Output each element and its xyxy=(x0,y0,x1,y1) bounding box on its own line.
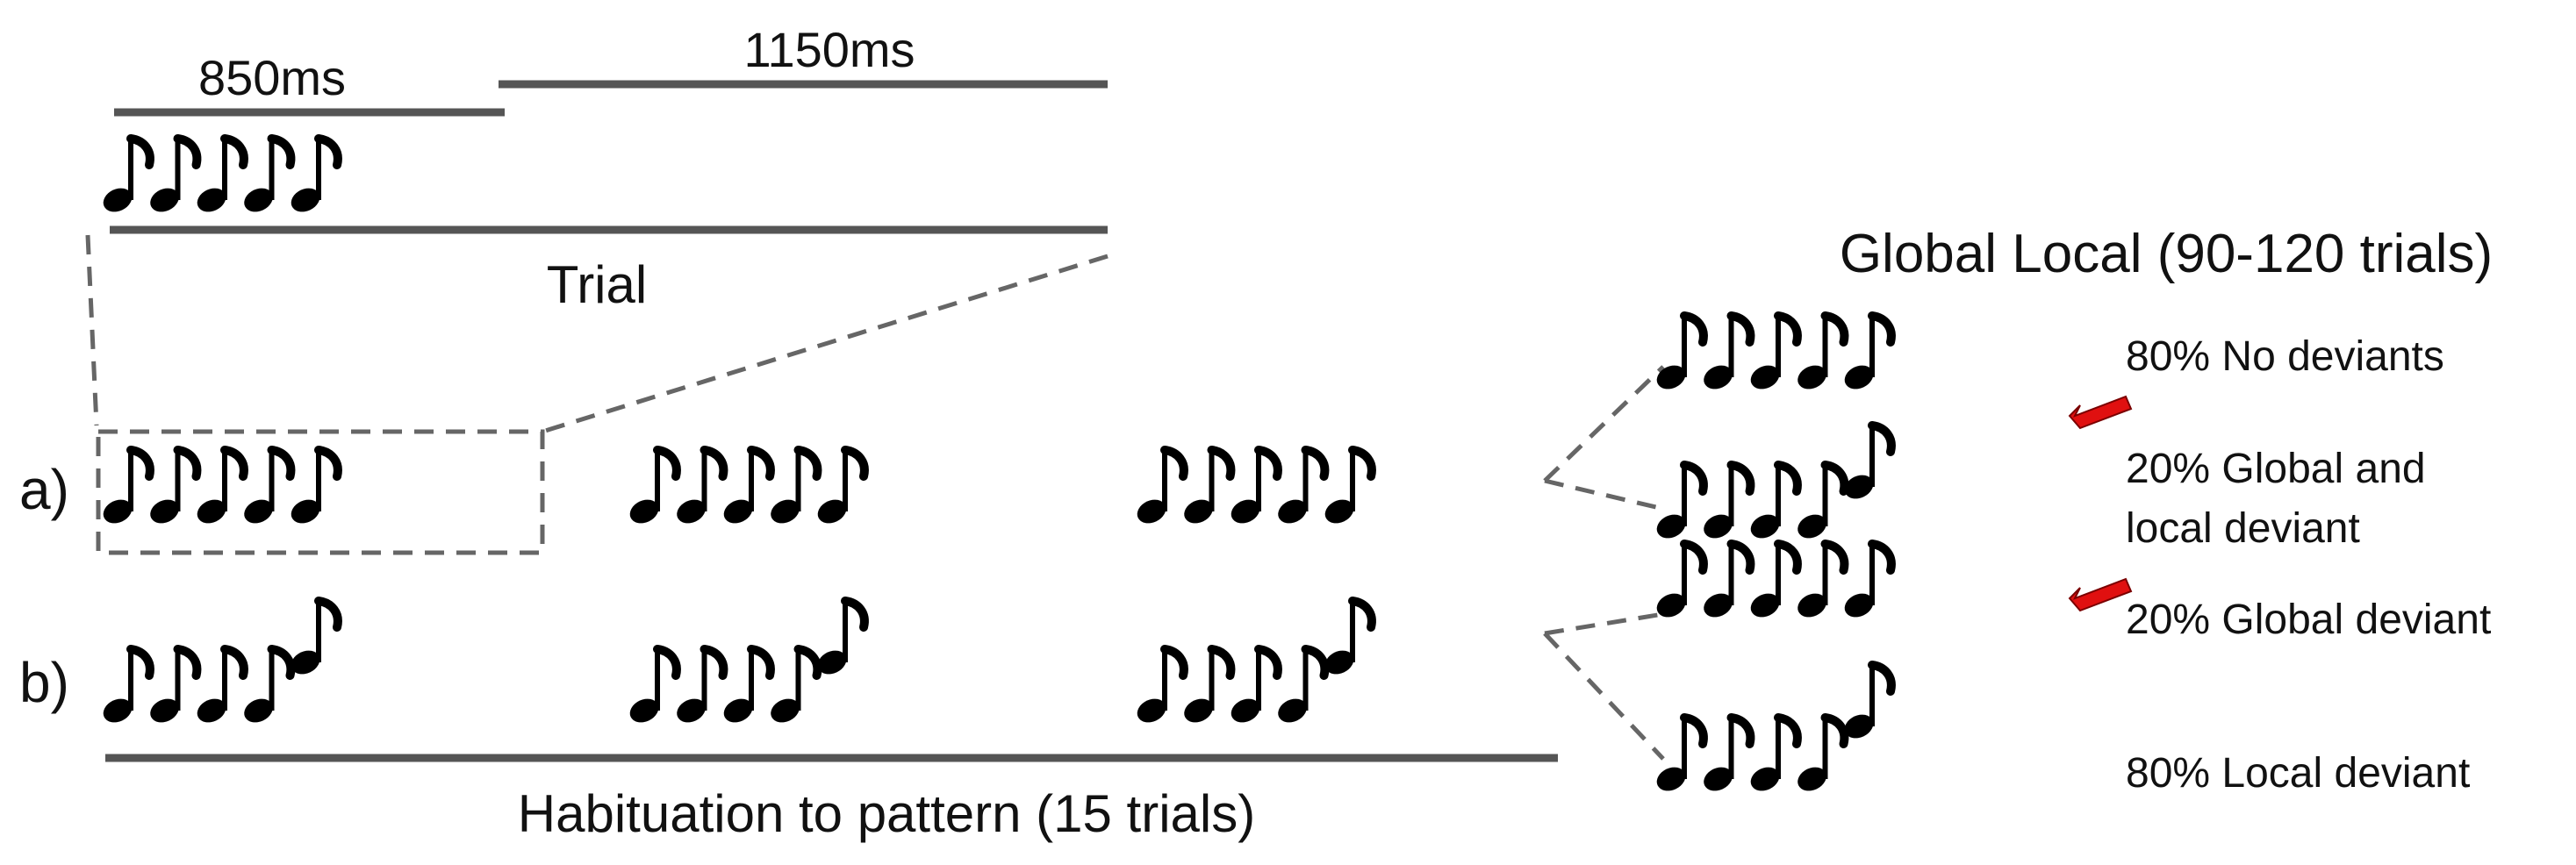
eighth-note-icon xyxy=(291,446,342,524)
condition-local-deviant-label: 80% Local deviant xyxy=(2126,750,2470,797)
eighth-note-icon xyxy=(1656,461,1708,539)
eighth-note-icon xyxy=(244,645,296,723)
eighth-note-icon xyxy=(1656,713,1708,791)
eighth-note-icon xyxy=(723,645,775,723)
eighth-note-icon xyxy=(1656,311,1708,390)
eighth-note-icon xyxy=(771,645,822,723)
condition-no-deviants-label: 80% No deviants xyxy=(2126,333,2444,380)
zoom-line-right xyxy=(542,254,1109,434)
eighth-note-icon xyxy=(1750,713,1802,791)
trial-highlight-box xyxy=(96,429,545,555)
eighth-note-icon xyxy=(1231,645,1282,723)
eighth-note-icon xyxy=(1324,597,1376,675)
zoom-line-left xyxy=(85,234,99,426)
eighth-note-icon xyxy=(1704,540,1755,618)
eighth-note-icon xyxy=(1750,311,1802,390)
eighth-note-icon xyxy=(1844,540,1896,618)
eighth-note-icon xyxy=(1324,446,1376,524)
eighth-note-icon xyxy=(1797,540,1849,618)
eighth-note-icon xyxy=(291,134,342,212)
eighth-note-icon xyxy=(150,645,202,723)
eighth-note-icon xyxy=(197,134,248,212)
eighth-note-icon xyxy=(771,446,822,524)
eighth-note-icon xyxy=(197,645,248,723)
branch-line-b-bottom xyxy=(1543,632,1665,761)
global-local-title: Global Local (90-120 trials) xyxy=(1840,224,2493,284)
branch-line-b-top xyxy=(1544,611,1664,636)
eighth-note-icon xyxy=(1750,540,1802,618)
eighth-note-icon xyxy=(1278,645,1330,723)
eighth-note-icon xyxy=(1704,311,1755,390)
eighth-note-icon xyxy=(1704,713,1755,791)
eighth-note-icon xyxy=(1844,661,1896,739)
eighth-note-icon xyxy=(723,446,775,524)
eighth-note-icon xyxy=(1278,446,1330,524)
branch-line-a-top xyxy=(1543,365,1665,483)
tone-sequence-duration-label: 850ms xyxy=(198,50,346,105)
eighth-note-icon xyxy=(1797,713,1849,791)
eighth-note-icon xyxy=(1797,311,1849,390)
condition-global-deviant-label: 20% Global deviant xyxy=(2126,597,2491,643)
eighth-note-icon xyxy=(1844,421,1896,499)
tone-notes xyxy=(103,134,1896,791)
eighth-note-icon xyxy=(244,446,296,524)
eighth-note-icon xyxy=(1231,446,1282,524)
trial-label: Trial xyxy=(547,255,647,314)
eighth-note-icon xyxy=(103,645,154,723)
eighth-note-icon xyxy=(1137,446,1188,524)
eighth-note-icon xyxy=(244,134,296,212)
eighth-note-icon xyxy=(1137,645,1188,723)
eighth-note-icon xyxy=(1184,645,1236,723)
eighth-note-icon xyxy=(1704,461,1755,539)
condition-global-local-deviant-label-line2: local deviant xyxy=(2126,505,2360,552)
eighth-note-icon xyxy=(1656,540,1708,618)
eighth-note-icon xyxy=(1797,461,1849,539)
intertrial-duration-label: 1150ms xyxy=(743,22,915,77)
branch-line-a-bottom xyxy=(1544,478,1664,511)
eighth-note-icon xyxy=(677,446,728,524)
eighth-note-icon xyxy=(1184,446,1236,524)
eighth-note-icon xyxy=(629,446,681,524)
eighth-note-icon xyxy=(197,446,248,524)
eighth-note-icon xyxy=(1750,461,1802,539)
eighth-note-icon xyxy=(150,134,202,212)
eighth-note-icon xyxy=(1844,311,1896,390)
eighth-note-icon xyxy=(103,446,154,524)
row-b-label: b) xyxy=(19,651,69,714)
eighth-note-icon xyxy=(817,597,869,675)
eighth-note-icon xyxy=(291,597,342,675)
eighth-note-icon xyxy=(817,446,869,524)
red-arrow-icon xyxy=(2068,577,2133,612)
eighth-note-icon xyxy=(150,446,202,524)
eighth-note-icon xyxy=(629,645,681,723)
row-a-label: a) xyxy=(19,458,69,521)
eighth-note-icon xyxy=(103,134,154,212)
condition-global-local-deviant-label-line1: 20% Global and xyxy=(2126,446,2426,492)
habituation-label: Habituation to pattern (15 trials) xyxy=(518,784,1255,843)
red-arrow-icon xyxy=(2068,395,2133,430)
eighth-note-icon xyxy=(677,645,728,723)
